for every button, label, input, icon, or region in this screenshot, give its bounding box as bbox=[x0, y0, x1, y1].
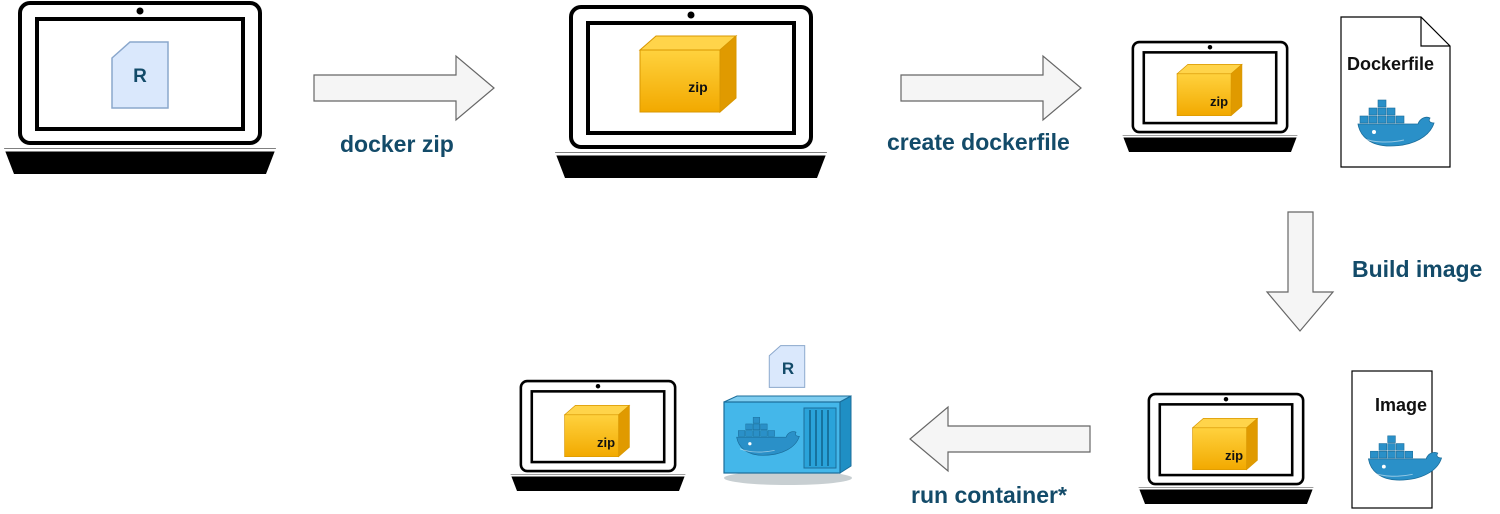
docker-container: R bbox=[723, 345, 852, 485]
arrow-icon bbox=[313, 54, 495, 122]
image-document bbox=[1351, 370, 1443, 509]
step-label-build-image: Build image bbox=[1352, 256, 1483, 282]
arrow-icon bbox=[909, 405, 1091, 473]
dockerfile-document bbox=[1340, 16, 1451, 168]
laptop-5: zip bbox=[509, 379, 687, 493]
laptop-4: zip bbox=[1137, 392, 1315, 506]
laptop-1: R bbox=[2, 1, 278, 176]
r-file-label: R bbox=[133, 66, 147, 87]
zip-label: zip bbox=[1225, 448, 1243, 463]
zip-label: zip bbox=[688, 79, 707, 95]
laptop-3: zip bbox=[1121, 40, 1299, 154]
dockerfile-title: Dockerfile bbox=[1347, 54, 1435, 74]
zip-label: zip bbox=[597, 435, 615, 450]
arrow-icon bbox=[900, 54, 1082, 122]
step-label-run-container: run container* bbox=[911, 482, 1067, 508]
step-label-docker-zip: docker zip bbox=[340, 131, 454, 157]
step-label-create-dockerfile: create dockerfile bbox=[887, 129, 1070, 155]
arrow-icon bbox=[1265, 211, 1335, 332]
laptop-2: zip bbox=[553, 5, 829, 180]
zip-box-icon bbox=[639, 35, 737, 113]
r-file-label: R bbox=[782, 359, 794, 378]
docker-container-icon bbox=[723, 395, 852, 474]
zip-label: zip bbox=[1210, 94, 1228, 109]
image-title: Image bbox=[1375, 395, 1428, 415]
